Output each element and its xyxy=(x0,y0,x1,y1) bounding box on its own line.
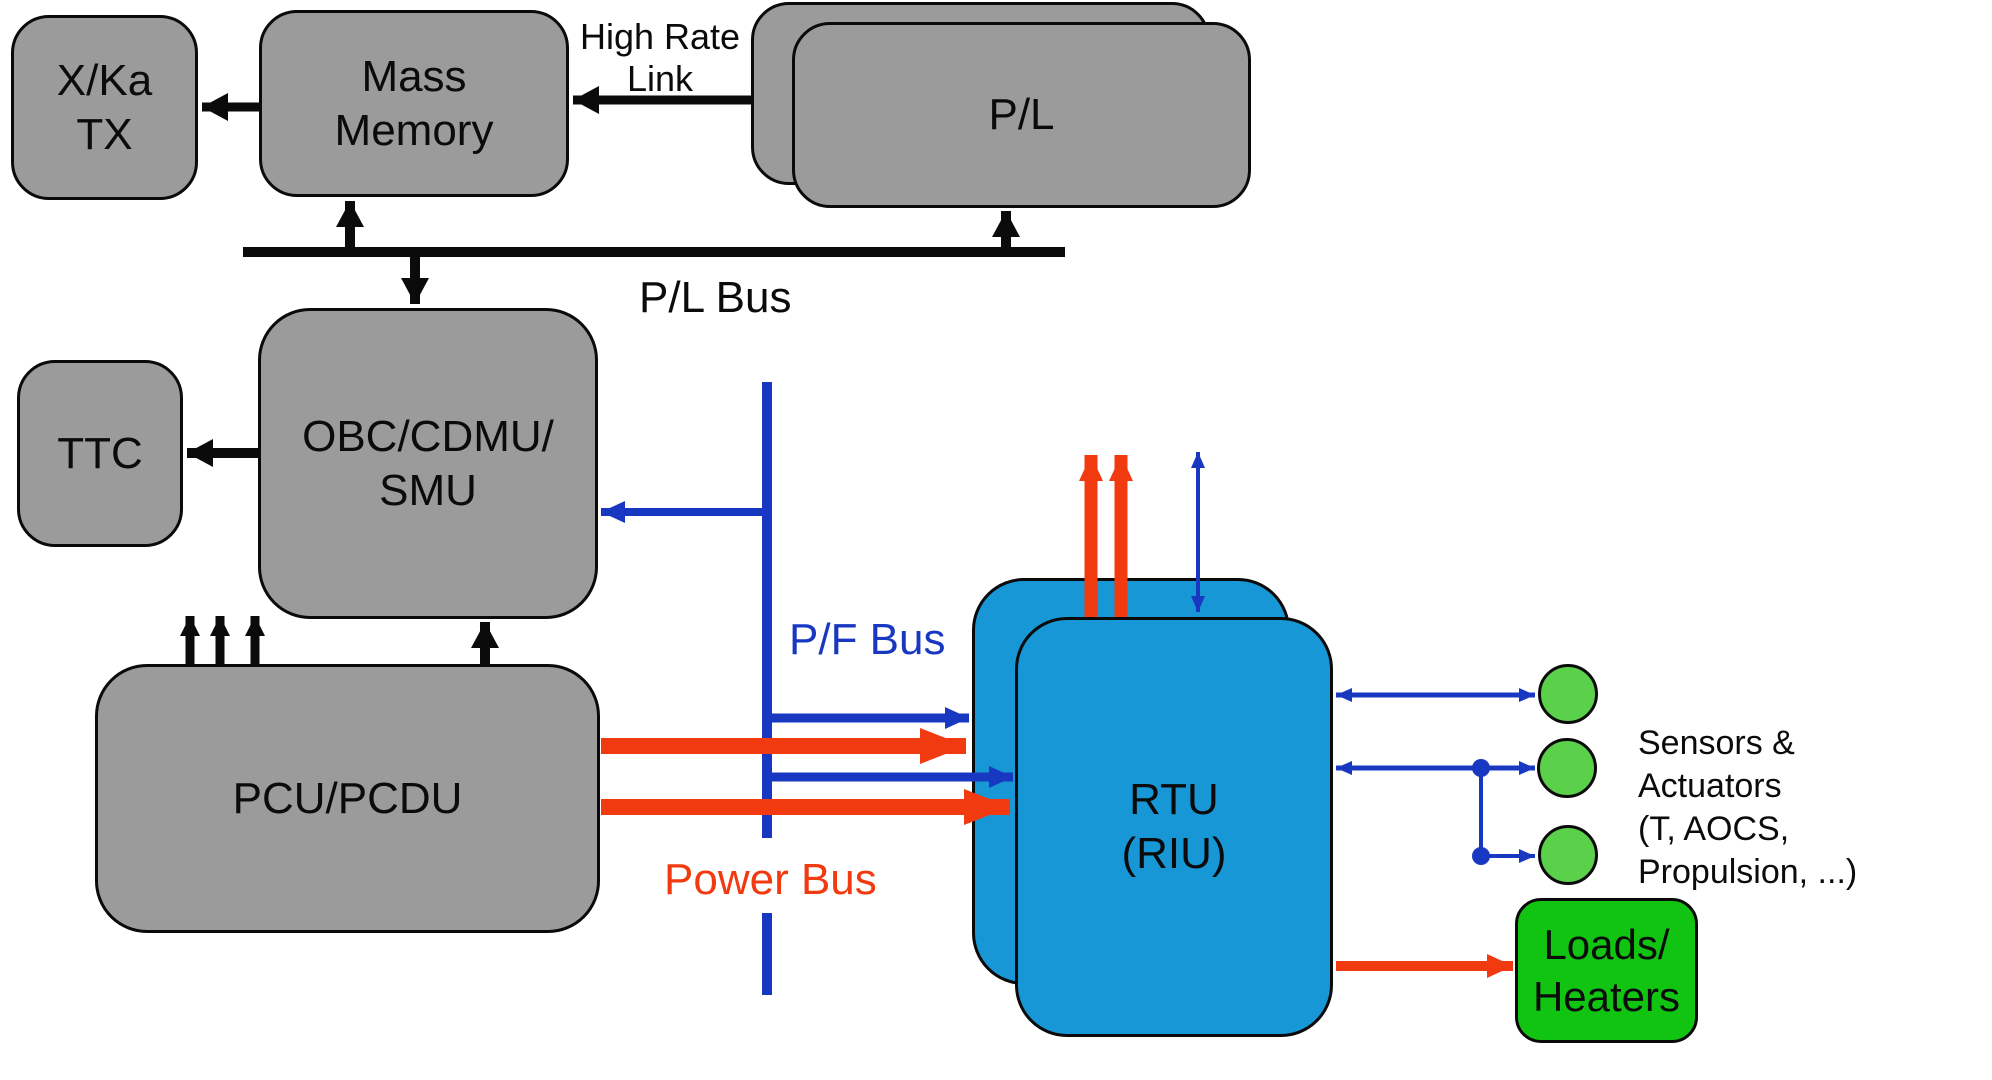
node-payload: P/L xyxy=(792,22,1251,208)
node-obc-label-line2: SMU xyxy=(379,465,477,515)
label-pl-bus: P/L Bus xyxy=(639,273,792,322)
label-pf-bus: P/F Bus xyxy=(789,615,946,664)
node-rtu-label-line2: (RIU) xyxy=(1121,829,1227,878)
node-payload-label: P/L xyxy=(988,90,1055,140)
label-sensors-actuators: Sensors & Actuators (T, AOCS, Propulsion… xyxy=(1638,724,1858,891)
node-ttc: TTC xyxy=(17,360,183,547)
node-xka-tx: X/Ka TX xyxy=(11,15,198,200)
node-rtu: RTU (RIU) xyxy=(1015,617,1333,1037)
node-mass-memory-label-line1: Mass xyxy=(361,51,467,101)
arrows-pcu-up-small xyxy=(180,616,265,666)
node-loads-label-line1: Loads/ xyxy=(1543,921,1670,969)
node-pcu-label: PCU/PCDU xyxy=(232,773,463,823)
arrows-rtu-power-up xyxy=(1079,455,1133,619)
label-power-bus: Power Bus xyxy=(664,855,877,904)
arrow-rtu-sensor-2 xyxy=(1336,759,1535,865)
node-rtu-label-line1: RTU xyxy=(1129,775,1219,825)
sensor-circle-2 xyxy=(1537,738,1597,798)
sensor-circle-3 xyxy=(1538,825,1598,885)
node-obc-cdmu-smu: OBC/CDMU/ SMU xyxy=(258,308,598,619)
sensor-circle-1 xyxy=(1538,664,1598,724)
node-loads-heaters: Loads/ Heaters xyxy=(1515,898,1698,1043)
node-mass-memory: Mass Memory xyxy=(259,10,569,197)
node-ttc-label: TTC xyxy=(57,428,143,478)
node-loads-label-line2: Heaters xyxy=(1532,972,1681,1020)
node-pcu-pcdu: PCU/PCDU xyxy=(95,664,600,933)
node-xka-tx-label-line2: TX xyxy=(76,109,133,159)
node-mass-memory-label-line2: Memory xyxy=(334,105,494,155)
node-obc-label-line1: OBC/CDMU/ xyxy=(302,411,554,461)
node-xka-tx-label-line1: X/Ka xyxy=(56,55,153,105)
label-high-rate-link: High Rate Link xyxy=(579,16,741,100)
